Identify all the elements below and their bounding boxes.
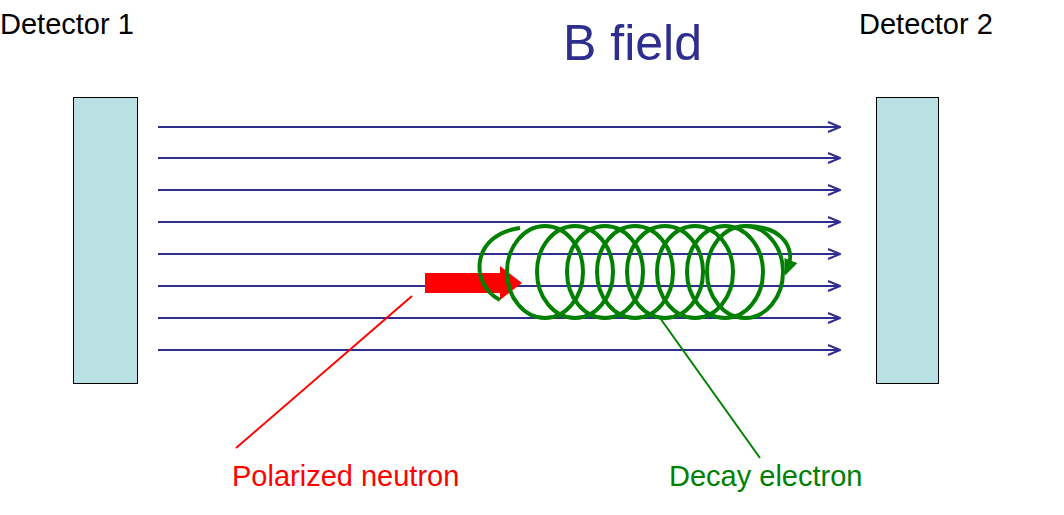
electron-label: Decay electron <box>669 460 862 493</box>
field-lines <box>158 127 840 350</box>
detector-box <box>876 97 939 384</box>
neutron-label: Polarized neutron <box>232 460 459 493</box>
leader-line <box>236 296 412 448</box>
detector-label: Detector 2 <box>859 8 993 41</box>
detector-box <box>73 97 138 384</box>
leader-line <box>660 318 760 458</box>
electron-helix <box>480 226 791 318</box>
detector: Detector 2 <box>855 8 1064 384</box>
field-label: B field <box>563 14 702 72</box>
detector-label: Detector 1 <box>0 8 134 41</box>
detector: Detector 1 <box>0 8 215 384</box>
